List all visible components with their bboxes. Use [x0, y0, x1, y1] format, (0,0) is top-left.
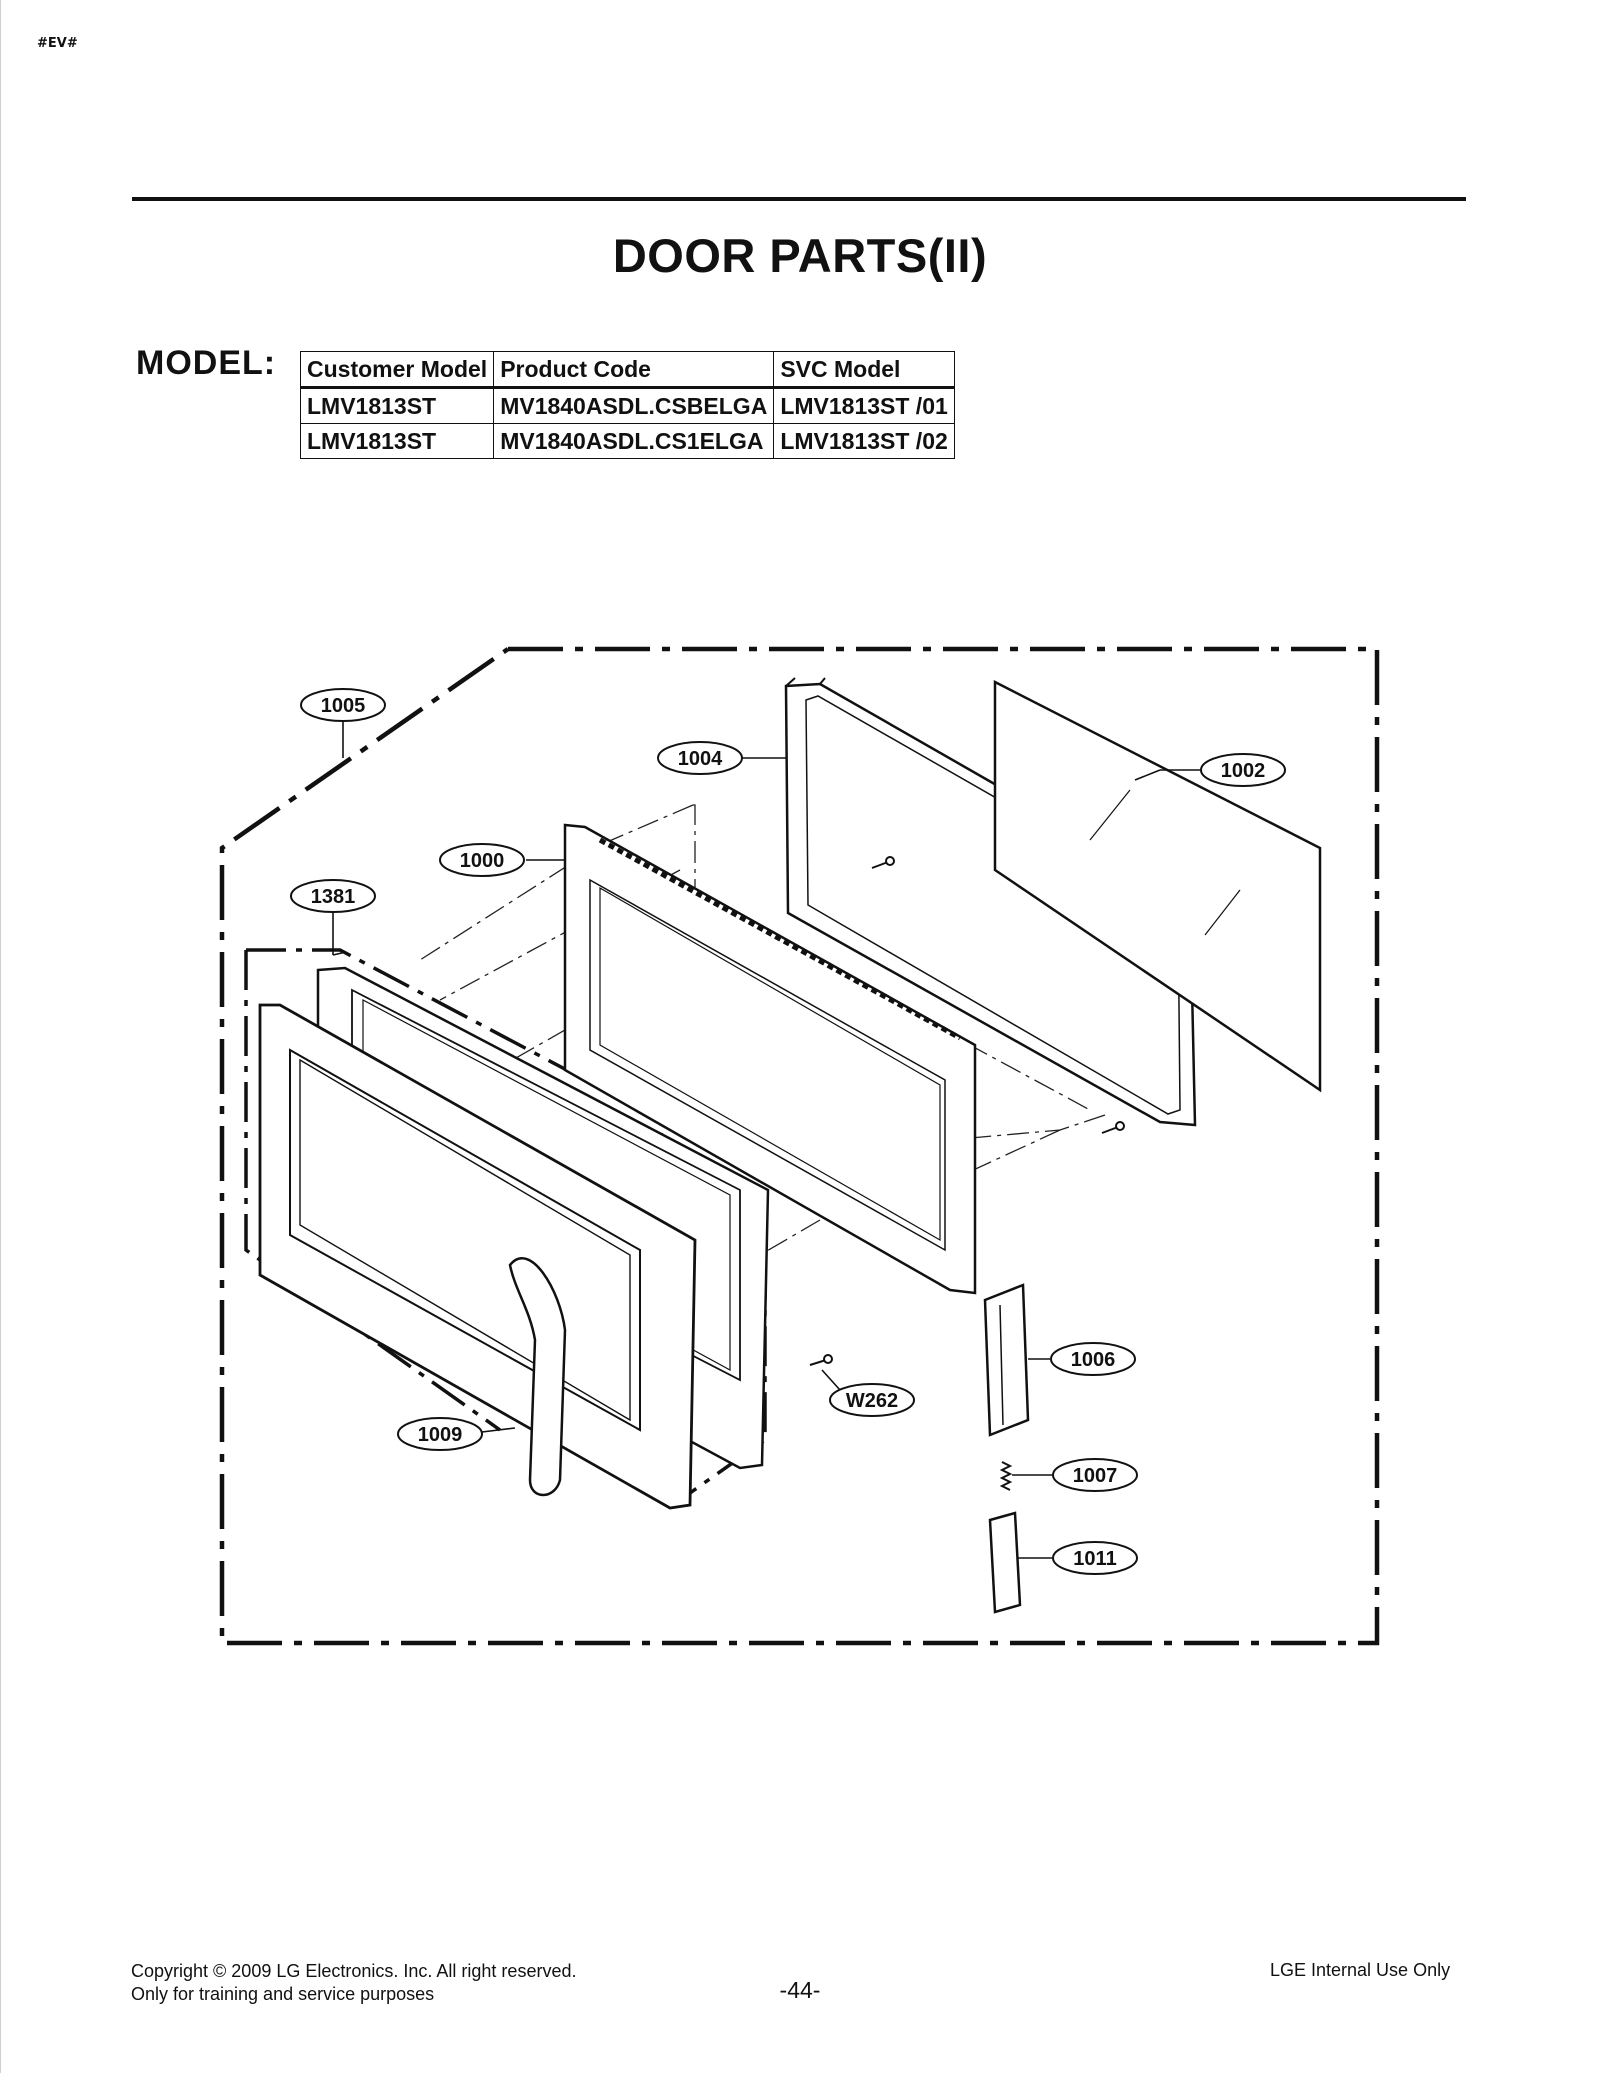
internal-use-note: LGE Internal Use Only — [1270, 1960, 1451, 1980]
header-rule — [132, 197, 1466, 201]
exploded-diagram: 1005 1004 1002 1000 1381 1006 W262 1009 — [219, 646, 1380, 1646]
callout-1002: 1002 — [1200, 753, 1286, 787]
leader-lines — [332, 721, 1200, 1559]
callout-1009: 1009 — [397, 1417, 483, 1451]
page-number: -44- — [779, 1977, 821, 2003]
table-row: LMV1813ST MV1840ASDL.CS1ELGA LMV1813ST /… — [299, 423, 955, 459]
header-product-code: Product Code — [493, 351, 775, 389]
lever-1011 — [988, 1511, 1022, 1614]
screws — [809, 856, 1125, 1366]
callout-1000: 1000 — [439, 843, 525, 877]
callout-1007: 1007 — [1052, 1458, 1138, 1492]
cell-svc-model: LMV1813ST /01 — [773, 387, 955, 424]
header-svc-model: SVC Model — [773, 351, 955, 389]
spring-1007 — [999, 1461, 1013, 1491]
doc-marker: #EV# — [37, 36, 78, 51]
svg-text:1000: 1000 — [460, 850, 505, 872]
svg-text:1381: 1381 — [311, 886, 356, 908]
svg-text:1004: 1004 — [678, 748, 723, 770]
inner-frame-1000 — [563, 823, 977, 1295]
cell-product-code: MV1840ASDL.CSBELGA — [493, 387, 775, 424]
copyright-text: Copyright © 2009 LG Electronics. Inc. Al… — [131, 1961, 577, 1981]
svg-text:1002: 1002 — [1221, 760, 1266, 782]
page-title: DOOR PARTS(II) — [612, 229, 988, 282]
cell-svc-model: LMV1813ST /02 — [773, 423, 955, 459]
callouts: 1005 1004 1002 1000 1381 1006 W262 1009 — [290, 688, 1286, 1575]
footer-copyright-block: Copyright © 2009 LG Electronics. Inc. Al… — [131, 1960, 576, 2006]
cell-customer-model: LMV1813ST — [299, 387, 495, 424]
table-row: LMV1813ST MV1840ASDL.CSBELGA LMV1813ST /… — [299, 387, 955, 424]
callout-1006: 1006 — [1050, 1342, 1136, 1376]
model-label: MODEL: — [136, 344, 277, 382]
callout-1005: 1005 — [300, 688, 386, 722]
model-table: Customer Model Product Code SVC Model LM… — [299, 351, 955, 459]
cell-customer-model: LMV1813ST — [299, 423, 495, 459]
frame-1004 — [784, 677, 1197, 1127]
callout-W262: W262 — [829, 1383, 915, 1417]
svg-text:1005: 1005 — [321, 695, 366, 717]
svg-text:1007: 1007 — [1073, 1465, 1118, 1487]
door-handle — [508, 1257, 567, 1497]
callout-1011: 1011 — [1052, 1541, 1138, 1575]
svg-text:1009: 1009 — [418, 1424, 463, 1446]
latch-1006 — [983, 1283, 1030, 1437]
training-note: Only for training and service purposes — [131, 1984, 435, 2004]
diagram-boundary — [219, 646, 1380, 1646]
svg-text:1006: 1006 — [1071, 1349, 1116, 1371]
svg-text:1011: 1011 — [1073, 1548, 1116, 1570]
callout-1381: 1381 — [290, 879, 376, 913]
callout-1004: 1004 — [657, 741, 743, 775]
glass-1002 — [993, 679, 1322, 1093]
header-customer-model: Customer Model — [299, 351, 495, 389]
model-table-header-row: Customer Model Product Code SVC Model — [299, 351, 955, 389]
svg-text:W262: W262 — [846, 1390, 898, 1412]
